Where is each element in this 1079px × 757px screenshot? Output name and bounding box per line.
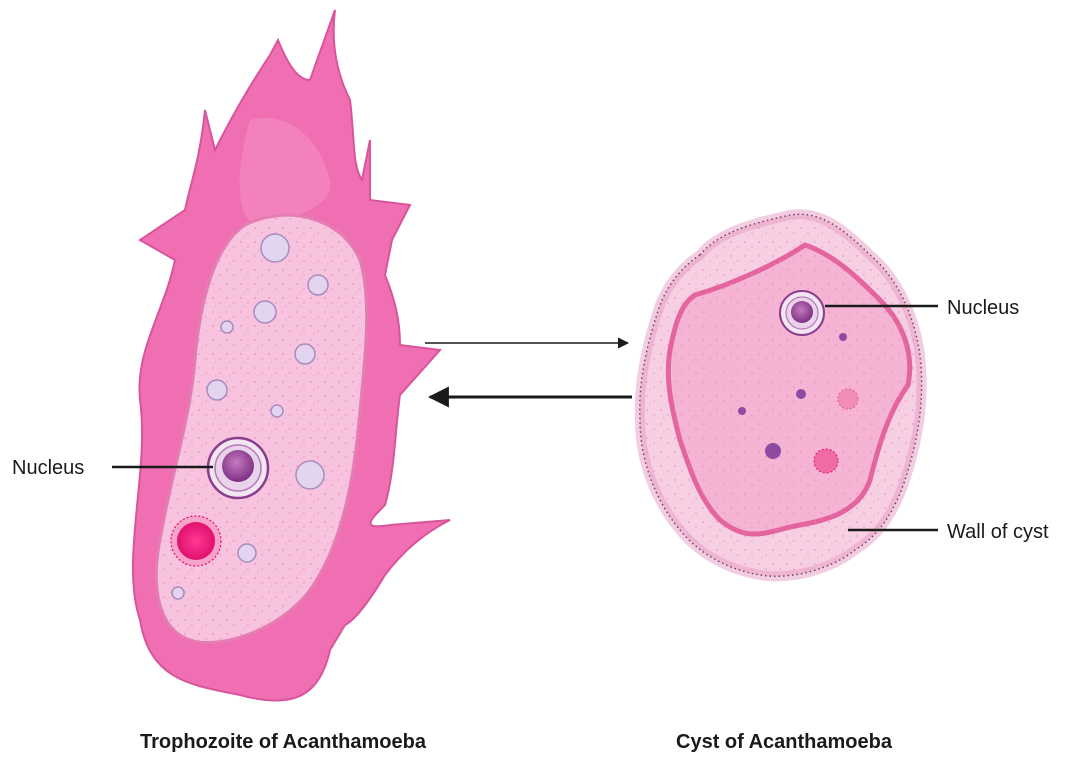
- caption-trophozoite: Trophozoite of Acanthamoeba: [140, 731, 427, 753]
- conversion-arrows: [425, 343, 632, 397]
- label-trophozoite-nucleus: Nucleus: [12, 457, 84, 479]
- vacuole: [295, 344, 315, 364]
- vacuole: [308, 275, 328, 295]
- vacuole: [271, 405, 283, 417]
- trophozoite: [133, 10, 450, 701]
- cyst: [640, 214, 922, 576]
- vacuole: [221, 321, 233, 333]
- vacuole: [207, 380, 227, 400]
- label-cyst-nucleus: Nucleus: [947, 297, 1019, 319]
- trophozoite-nucleus: [208, 438, 268, 498]
- vacuole: [261, 234, 289, 262]
- caption-cyst: Cyst of Acanthamoeba: [676, 731, 893, 753]
- vacuole: [172, 587, 184, 599]
- vacuole: [296, 461, 324, 489]
- vacuole: [254, 301, 276, 323]
- vacuole: [238, 544, 256, 562]
- cyst-nucleus: [780, 291, 824, 335]
- label-cyst-wall: Wall of cyst: [947, 521, 1049, 543]
